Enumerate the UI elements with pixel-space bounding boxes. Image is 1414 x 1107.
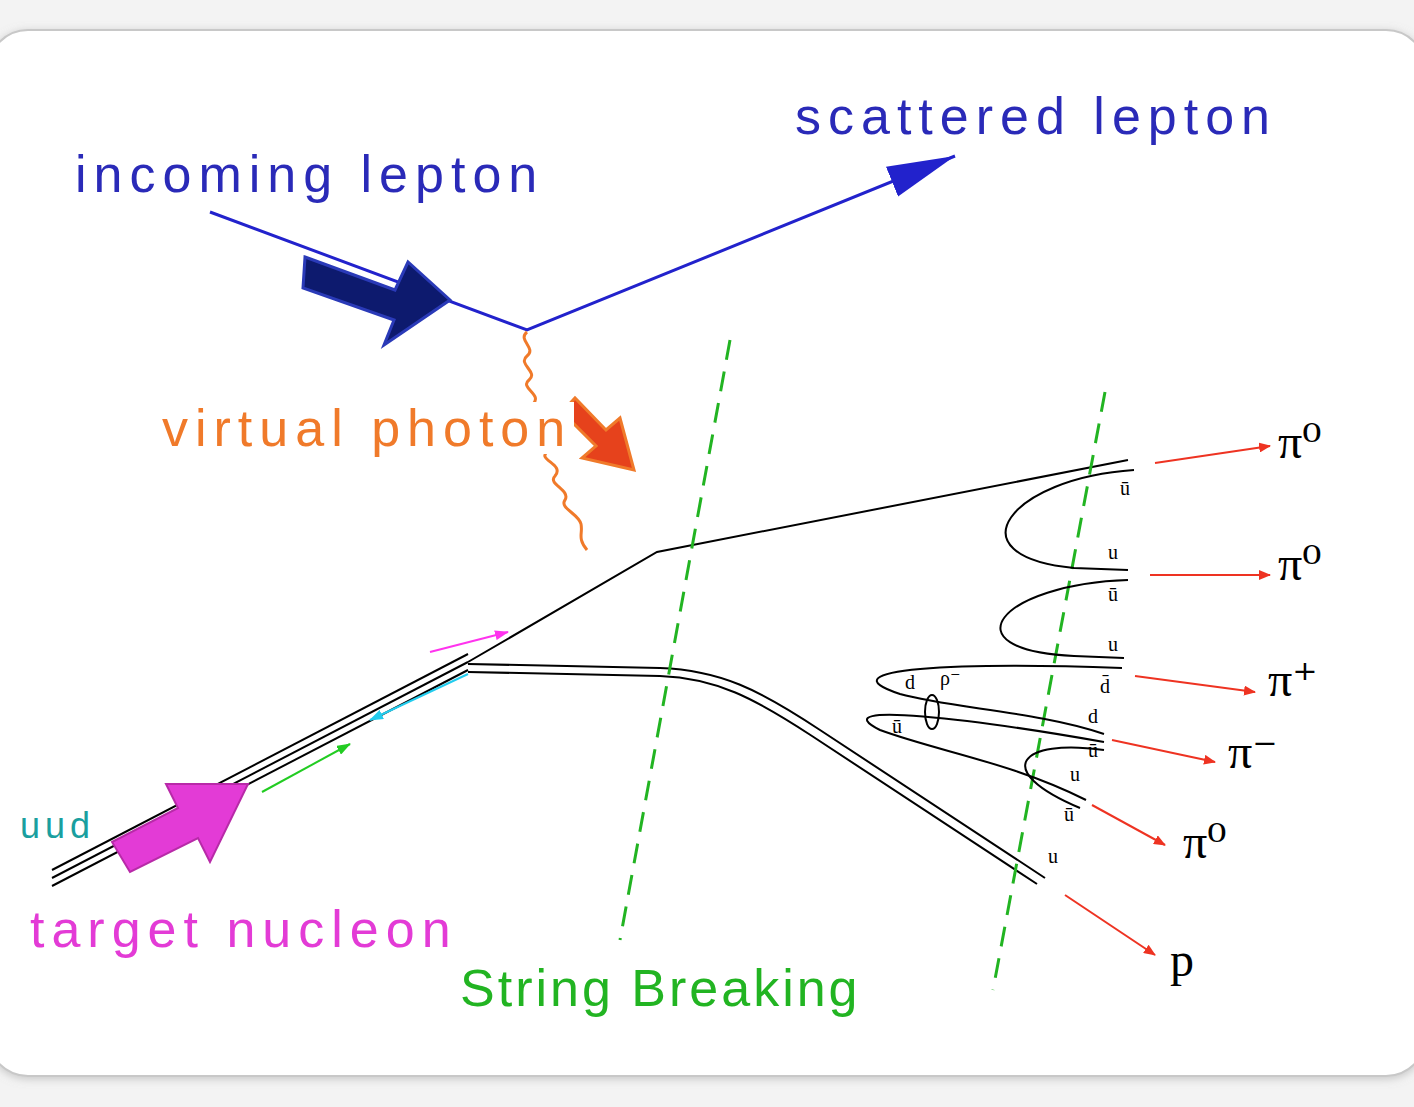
lepton-arrow — [303, 257, 450, 345]
string-piece — [1000, 580, 1128, 658]
hadron-arrow — [1092, 805, 1165, 845]
quark-label: u — [1108, 542, 1118, 562]
frame — [0, 30, 1414, 1076]
string-breaking-label: String Breaking — [460, 962, 861, 1014]
quark-label: ū — [1088, 740, 1098, 760]
quark-label: ū — [1108, 584, 1118, 604]
lepton-label: incoming lepton — [75, 148, 544, 200]
diquark-line — [468, 664, 1045, 878]
quark-label: ρ⁻ — [940, 668, 961, 688]
string-piece — [877, 666, 1122, 734]
nucleon-arrow — [112, 784, 248, 872]
quark-label: d — [905, 672, 915, 692]
quark-label: u — [1070, 764, 1080, 784]
hadron-label: π⁺ — [1268, 656, 1318, 704]
hadron-arrow — [1135, 676, 1255, 692]
hadron-label: π⁰ — [1278, 540, 1321, 588]
quark-label: u — [1108, 634, 1118, 654]
hadron-arrow — [1150, 574, 1270, 576]
quark-line — [468, 460, 1128, 662]
quark-arrow — [430, 632, 508, 652]
nucleon-label: target nucleon — [30, 903, 458, 955]
string-breaking-line — [620, 340, 730, 940]
quark-label: ū — [1120, 478, 1130, 498]
string-piece — [1006, 470, 1134, 570]
nucleon-line — [52, 662, 468, 878]
hadron-label: π⁻ — [1228, 728, 1278, 776]
hadron-label: π⁰ — [1278, 418, 1321, 466]
nucleon-line — [52, 670, 468, 886]
hadron-label: p — [1170, 936, 1194, 984]
quark-arrow — [262, 744, 350, 792]
quark-label: d — [1088, 706, 1098, 726]
string-breaking-line — [993, 392, 1105, 990]
nucleon-line — [52, 654, 468, 870]
quark-label: ū — [892, 716, 902, 736]
hadron-arrow — [1155, 446, 1270, 463]
quark-arrow — [370, 674, 468, 720]
hadron-label: π⁰ — [1183, 818, 1226, 866]
rho-loop — [925, 695, 939, 729]
quark-label: d̄ — [1100, 676, 1110, 696]
quark-content-label: uud — [20, 808, 95, 844]
string-piece — [867, 715, 1104, 800]
lepton-label: scattered lepton — [795, 90, 1277, 142]
photon-label: virtual photon — [160, 402, 574, 454]
quark-label: u — [1048, 846, 1058, 866]
quark-label: ū — [1064, 804, 1074, 824]
hadron-arrow — [1065, 895, 1155, 955]
hadron-arrow — [1112, 740, 1215, 762]
